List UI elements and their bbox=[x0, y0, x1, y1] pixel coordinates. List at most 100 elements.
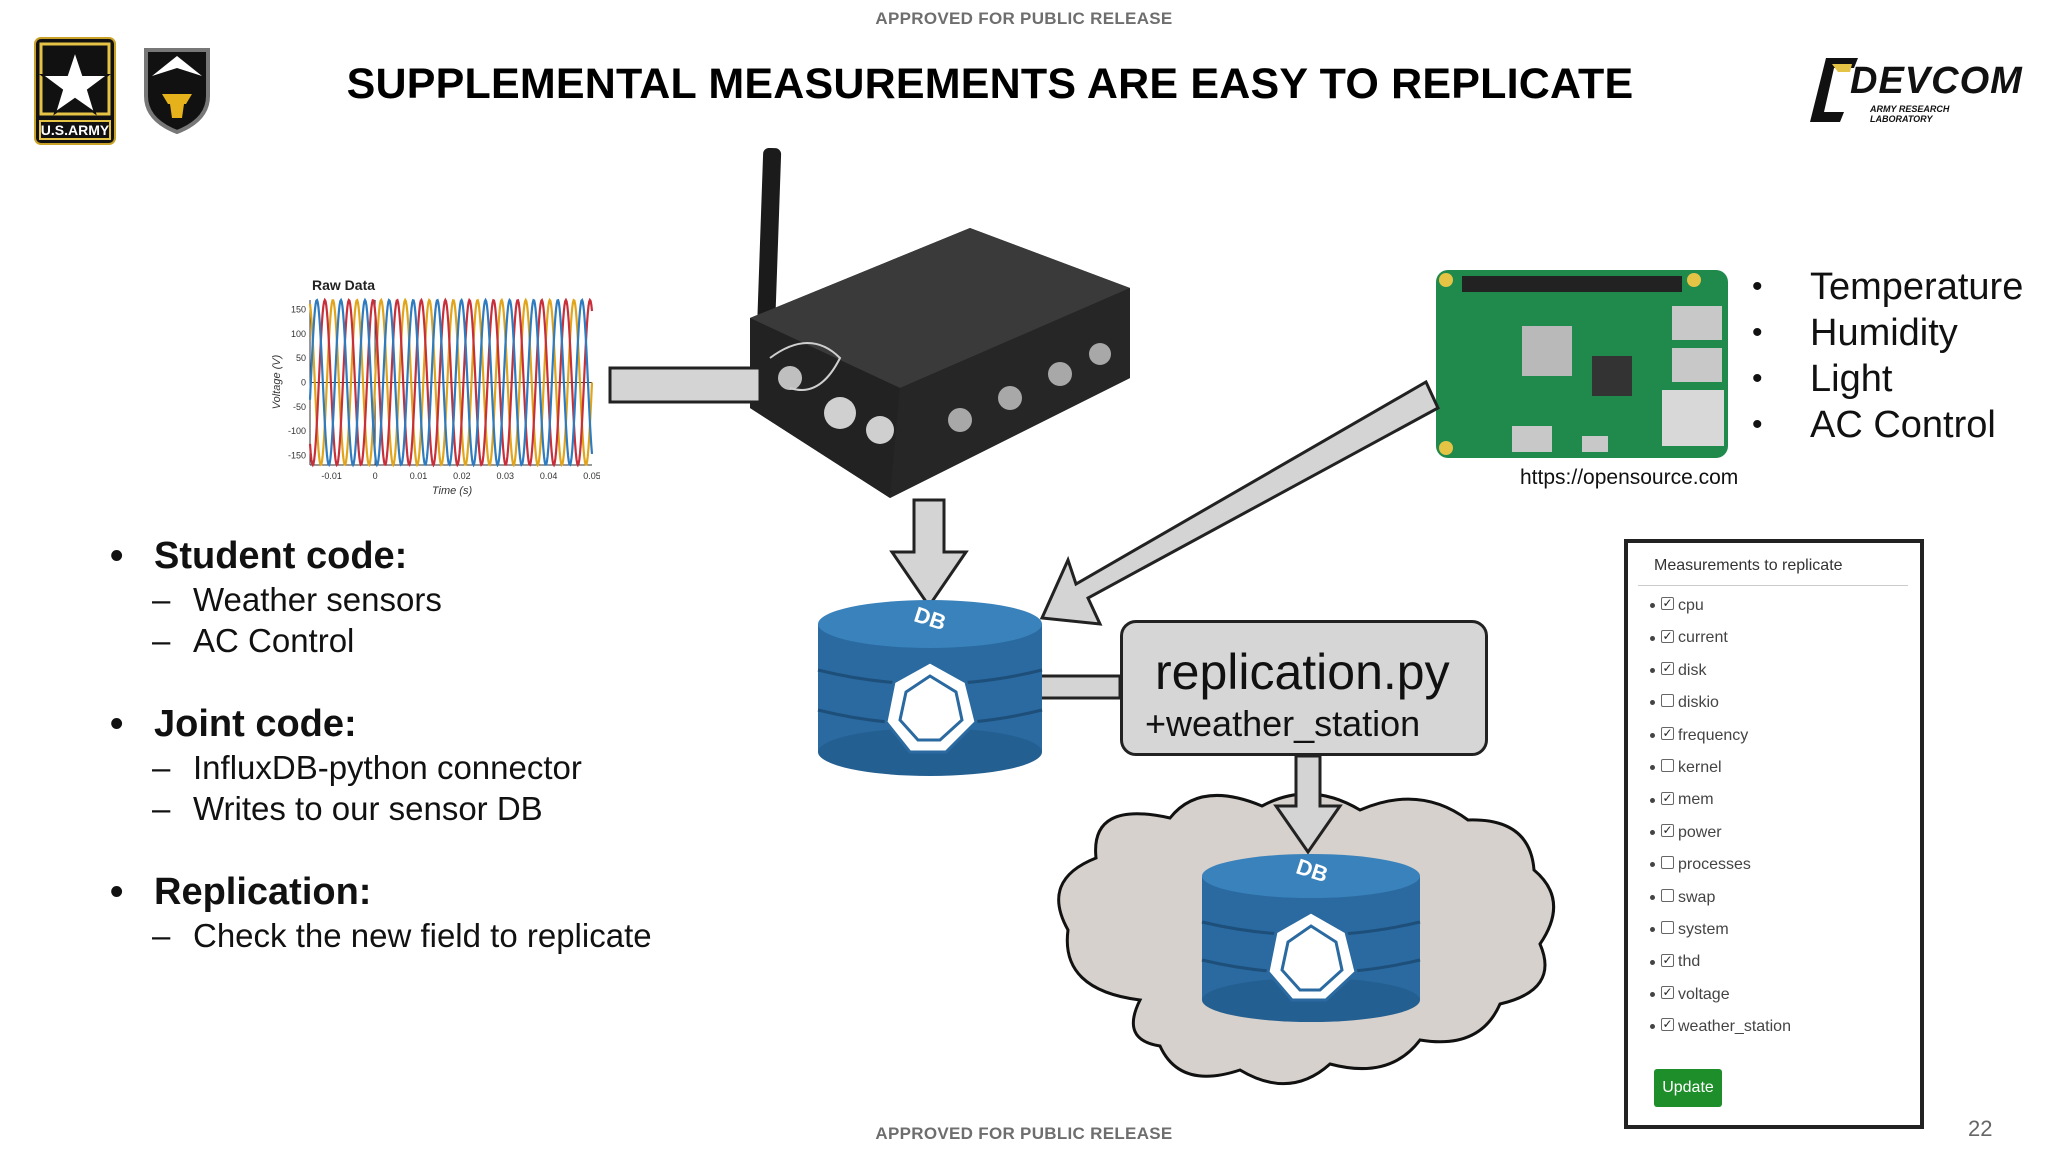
measurement-item-mem: ✓mem bbox=[1650, 789, 1714, 811]
bullet-label: Student code: bbox=[154, 535, 408, 577]
measurement-item-current: ✓current bbox=[1650, 627, 1728, 649]
sensor-item-ac-control: •AC Control bbox=[1752, 402, 2023, 448]
measurement-label: voltage bbox=[1678, 985, 1730, 1003]
list-bullet bbox=[1650, 862, 1655, 868]
measurement-checkbox[interactable] bbox=[1661, 888, 1674, 902]
x-tick-label: 0.03 bbox=[496, 471, 514, 481]
bullet-glyph: • bbox=[1752, 316, 1763, 349]
sensor-item-label: Humidity bbox=[1810, 312, 1958, 354]
sub-bullet-text: Check the new field to replicate bbox=[193, 917, 652, 954]
measurement-checkbox[interactable]: ✓ bbox=[1661, 661, 1674, 676]
measurement-label: system bbox=[1678, 921, 1729, 938]
bullet-student-code: • Student code: bbox=[110, 533, 810, 579]
measurement-checkbox[interactable] bbox=[1661, 921, 1674, 935]
measurement-checkbox[interactable]: ✓ bbox=[1661, 952, 1674, 967]
measurement-item-swap: swap bbox=[1650, 887, 1715, 909]
chart-title: Raw Data bbox=[312, 277, 375, 293]
update-button[interactable]: Update bbox=[1654, 1069, 1722, 1107]
chart-xlabel: Time (s) bbox=[432, 485, 473, 497]
measurement-label: cpu bbox=[1678, 597, 1704, 614]
sub-bullet-glyph: – bbox=[152, 622, 171, 659]
chart-ylabel: Voltage (V) bbox=[271, 354, 283, 409]
replication-script-box: replication.py +weather_station bbox=[1120, 620, 1488, 756]
sub-bullet-text: Writes to our sensor DB bbox=[193, 790, 543, 827]
measurement-item-voltage: ✓ voltage bbox=[1650, 984, 1730, 1006]
sub-bullet-text: InfluxDB-python connector bbox=[193, 749, 582, 786]
panel-heading: Measurements to replicate bbox=[1654, 557, 1843, 574]
list-bullet bbox=[1650, 635, 1655, 641]
list-bullet bbox=[1650, 700, 1655, 706]
top-banner: APPROVED FOR PUBLIC RELEASE bbox=[875, 9, 1173, 28]
measurement-checkbox[interactable]: ✓ bbox=[1661, 790, 1674, 805]
measurement-item-processes: processes bbox=[1650, 854, 1751, 876]
x-tick-label: 0.01 bbox=[410, 471, 428, 481]
y-tick-label: 50 bbox=[296, 353, 306, 363]
raw-data-chart: Raw Data 150 100 50 0 -50 -100 -150 -0.01 0 0.01… bbox=[271, 277, 601, 497]
bullet-glyph: • bbox=[110, 535, 124, 577]
sub-bullet-text: AC Control bbox=[193, 622, 355, 659]
list-bullet bbox=[1650, 668, 1655, 674]
arrow-pi-to-db bbox=[1039, 379, 1440, 626]
measurement-checkbox[interactable]: ✓ bbox=[1661, 1017, 1674, 1032]
measurement-label: weather_station bbox=[1678, 1018, 1791, 1036]
measurement-label: swap bbox=[1678, 888, 1716, 906]
replication-script-name: replication.py bbox=[1155, 644, 1450, 700]
measurement-checkbox[interactable] bbox=[1661, 759, 1674, 773]
sub-bullet-glyph: – bbox=[152, 790, 171, 827]
y-tick-label: 100 bbox=[291, 329, 306, 339]
cloud-database-icon: DB bbox=[1200, 852, 1422, 1024]
bullet-glyph: • bbox=[110, 703, 124, 745]
sensor-item-temperature: • Temperature bbox=[1752, 264, 2023, 310]
panel-divider bbox=[1638, 585, 1908, 586]
local-database-icon: DB bbox=[816, 598, 1044, 778]
measurement-checkbox[interactable]: ✓ bbox=[1661, 628, 1674, 643]
raspberry-pi-image bbox=[1432, 266, 1732, 462]
measurement-item-system: system bbox=[1650, 919, 1729, 941]
sensor-item-humidity: • Humidity bbox=[1752, 310, 2023, 356]
devcom-logo-text: DEVCOM bbox=[1850, 60, 2023, 102]
measurement-checkbox[interactable] bbox=[1661, 694, 1674, 708]
army-logo-text: U.S.ARMY bbox=[40, 122, 110, 138]
y-tick-label: 150 bbox=[291, 305, 306, 315]
measurement-item-kernel: kernel bbox=[1650, 757, 1722, 779]
us-army-logo: U.S.ARMY bbox=[34, 37, 116, 145]
measurement-item-thd: ✓ thd bbox=[1650, 951, 1700, 973]
sub-bullet-glyph: – bbox=[152, 917, 171, 954]
sensor-item-label: AC Control bbox=[1810, 404, 1996, 446]
list-bullet bbox=[1650, 1024, 1655, 1030]
measurement-label: processes bbox=[1678, 856, 1751, 874]
y-tick-label: 0 bbox=[301, 378, 306, 388]
arrow-replication-to-cloud bbox=[1273, 754, 1343, 855]
x-tick-label: 0 bbox=[373, 471, 378, 481]
sensor-device-image bbox=[730, 147, 1140, 518]
image-source-url[interactable]: https://opensource.com bbox=[1520, 466, 1739, 489]
sensor-item-label: Temperature bbox=[1810, 266, 2024, 308]
list-bullet bbox=[1650, 797, 1655, 803]
left-bullet-list: •Student code: –Weather sensors –AC Cont… bbox=[110, 533, 810, 956]
x-tick-label: -0.01 bbox=[321, 471, 342, 481]
measurement-item-diskio: diskio bbox=[1650, 692, 1719, 714]
list-bullet bbox=[1650, 927, 1655, 933]
bottom-banner: APPROVED FOR PUBLIC RELEASE bbox=[875, 1124, 1173, 1143]
measurement-checkbox[interactable]: ✓ bbox=[1661, 985, 1674, 1000]
measurement-checkbox[interactable]: ✓ bbox=[1661, 823, 1674, 838]
measurement-item-power: ✓power bbox=[1650, 822, 1722, 844]
y-tick-label: -100 bbox=[288, 426, 306, 436]
raw-data-plot: Raw Data 150 100 50 0 -50 -100 -150 -0.01 0 0.01… bbox=[260, 270, 601, 500]
sub-bullet: –AC Control bbox=[110, 620, 810, 661]
arrow-device-to-db bbox=[889, 498, 969, 609]
y-tick-label: -50 bbox=[293, 402, 306, 412]
x-tick-label: 0.05 bbox=[583, 471, 600, 481]
bullet-label: Replication: bbox=[154, 871, 372, 913]
measurement-label: kernel bbox=[1678, 759, 1722, 776]
measurement-checkbox[interactable]: ✓ bbox=[1661, 596, 1674, 611]
y-tick-label: -150 bbox=[288, 450, 306, 460]
command-shield-logo bbox=[142, 46, 212, 135]
measurement-checkbox[interactable]: ✓ bbox=[1661, 725, 1674, 740]
bullet-joint-code: •Joint code: bbox=[110, 701, 810, 747]
measurement-label: thd bbox=[1678, 953, 1701, 971]
bullet-glyph: • bbox=[1752, 270, 1763, 303]
measurement-label: frequency bbox=[1678, 726, 1749, 744]
measurement-checkbox[interactable] bbox=[1661, 856, 1674, 870]
sub-bullet: –InfluxDB-python connector bbox=[110, 747, 810, 788]
